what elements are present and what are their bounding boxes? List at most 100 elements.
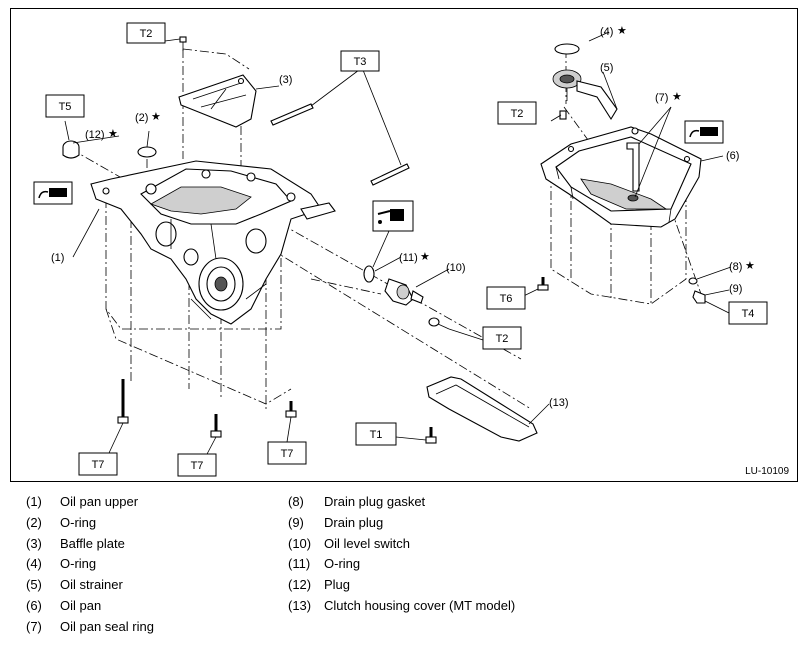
legend-number: (8)	[288, 494, 304, 509]
legend-text: Oil pan seal ring	[60, 618, 154, 634]
callout-9: (9)	[729, 283, 742, 295]
legend-text: O-ring	[60, 556, 97, 572]
legend-number: (4)	[26, 556, 42, 572]
plug-part	[62, 140, 80, 159]
sealant-icon-right	[684, 120, 724, 144]
callout-10: (10)	[446, 262, 466, 274]
bolt-mid	[210, 414, 222, 438]
bolt-long-left	[117, 379, 129, 424]
legend-number: (5)	[26, 577, 42, 593]
torque-box-t2-switch: T2	[482, 326, 522, 350]
torque-box-t7-mid: T7	[177, 453, 217, 477]
torque-box-t4: T4	[728, 301, 768, 325]
legend-number: (13)	[288, 597, 312, 613]
torque-label: T7	[191, 460, 204, 472]
legend-number: (2)	[26, 514, 42, 530]
legend-number: (3)	[26, 535, 42, 551]
legend-text: Drain plug	[324, 514, 384, 530]
figure-id: LU-10109	[745, 466, 789, 477]
torque-box-t5: T5	[45, 94, 85, 118]
callout-11: (11) ★	[399, 251, 430, 264]
oil-level-switch-part	[363, 265, 424, 306]
svg-text:(8): (8)	[729, 261, 742, 273]
legend-text: Oil pan	[60, 597, 102, 613]
o-ring-2-part	[137, 146, 157, 158]
bolt-right	[285, 401, 297, 418]
legend-text: O-ring	[324, 556, 361, 572]
baffle-plate-part	[178, 74, 257, 128]
legend-text: Oil strainer	[60, 577, 123, 593]
oil-pan-part	[540, 126, 702, 228]
oil-pan-upper-part	[90, 160, 336, 325]
torque-label: T1	[370, 429, 383, 441]
torque-label: T4	[742, 308, 755, 320]
legend-text: Clutch housing cover (MT model)	[324, 597, 516, 613]
clutch-housing-cover-part	[426, 376, 538, 442]
bolt-pan	[537, 277, 549, 291]
drain-plug-part	[688, 277, 706, 304]
torque-label: T3	[354, 56, 367, 68]
torque-label: T2	[496, 333, 509, 345]
legend-number: (9)	[288, 514, 304, 530]
exploded-diagram: .part { fill: #fff; stroke: #000; stroke…	[10, 8, 798, 482]
callout-7: (7) ★	[655, 91, 682, 104]
oil-can-icon	[372, 200, 414, 232]
legend-number: (7)	[26, 618, 42, 634]
torque-label: T6	[500, 293, 513, 305]
star-icon: ★	[617, 25, 627, 37]
legend-text: Oil level switch	[324, 535, 410, 551]
torque-box-t1: T1	[355, 422, 397, 446]
torque-box-t3: T3	[340, 50, 380, 72]
callouts: (1) (2) ★ (3) (4) ★ (5) (6) (7) ★ (8) ★ …	[51, 25, 755, 409]
star-icon: ★	[108, 128, 118, 140]
legend-text: Baffle plate	[60, 535, 125, 551]
bolt-top	[179, 36, 187, 51]
star-icon: ★	[151, 111, 161, 123]
svg-text:(11): (11)	[399, 252, 418, 264]
parts-legend: (1) Oil pan upper (2) O-ring (3) Baffle …	[0, 492, 804, 642]
legend-number: (11)	[288, 556, 311, 572]
callout-3: (3)	[279, 74, 292, 86]
star-icon: ★	[420, 251, 430, 263]
callout-4: (4) ★	[600, 25, 627, 38]
callout-2: (2) ★	[135, 111, 161, 124]
legend-text: Plug	[324, 577, 351, 593]
svg-text:(7): (7)	[655, 92, 668, 104]
star-icon: ★	[745, 260, 755, 272]
legend-text: Oil pan upper	[60, 494, 139, 509]
legend-number: (12)	[288, 577, 312, 593]
legend-number: (6)	[26, 597, 42, 613]
torque-box-t2-top: T2	[126, 22, 166, 44]
torque-label: T5	[59, 101, 72, 113]
torque-box-t6: T6	[486, 286, 526, 310]
svg-text:(4): (4)	[600, 26, 613, 38]
svg-text:(12): (12)	[85, 129, 105, 141]
callout-5: (5)	[600, 62, 613, 74]
stud-bolts	[270, 103, 410, 186]
callout-13: (13)	[549, 397, 569, 409]
legend-number: (1)	[26, 494, 42, 509]
sealant-icon-left	[33, 181, 73, 205]
oil-strainer-part	[552, 69, 618, 121]
callout-6: (6)	[726, 150, 739, 162]
o-ring-4-part	[554, 43, 580, 55]
callout-1: (1)	[51, 252, 64, 264]
torque-label: T2	[511, 108, 524, 120]
torque-box-t7-right: T7	[267, 441, 307, 465]
legend-text: Drain plug gasket	[324, 494, 426, 509]
star-icon: ★	[672, 91, 682, 103]
callout-8: (8) ★	[729, 260, 755, 273]
bolt-switch	[428, 317, 450, 330]
torque-label: T7	[92, 459, 105, 471]
torque-box-t2-strainer: T2	[497, 101, 537, 125]
torque-label: T2	[140, 28, 153, 40]
callout-12: (12) ★	[85, 128, 118, 141]
torque-label: T7	[281, 448, 294, 460]
legend-text: O-ring	[60, 514, 97, 530]
svg-text:(2): (2)	[135, 112, 148, 124]
bolt-cover	[425, 427, 437, 444]
torque-box-t7-left: T7	[78, 452, 118, 476]
diagram-drawing: .part { fill: #fff; stroke: #000; stroke…	[33, 22, 768, 477]
legend-number: (10)	[288, 535, 312, 551]
leader-lines	[64, 31, 732, 457]
